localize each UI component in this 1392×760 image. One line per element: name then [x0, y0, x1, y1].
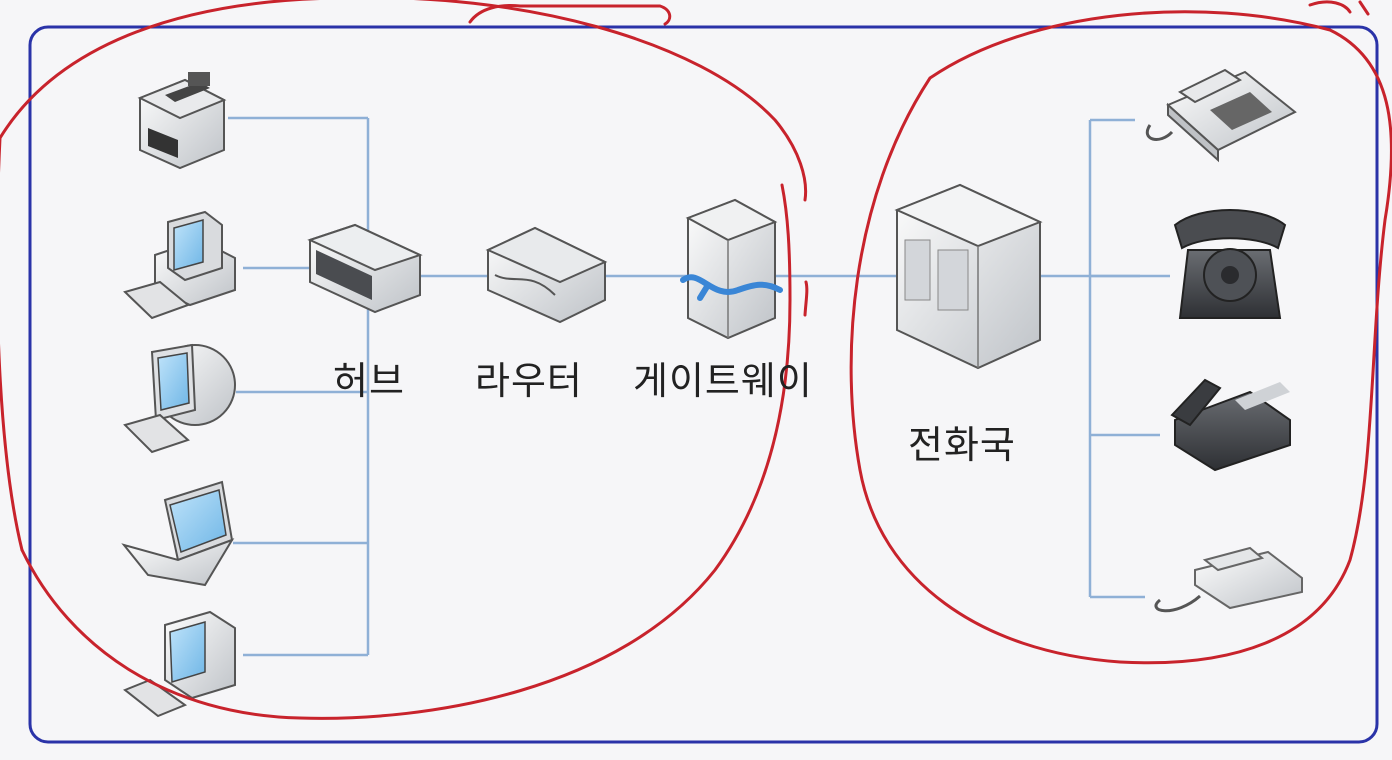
- terminal-icon: [123, 610, 236, 718]
- diagram-frame: [28, 25, 1379, 744]
- annotation-marks: [0, 0, 1392, 720]
- gateway-mark-icon: [680, 274, 783, 301]
- gateway-server-icon: [685, 198, 778, 340]
- printer-icon: [137, 72, 227, 170]
- crt-monitor-icon: [123, 343, 236, 454]
- cordless-phone-icon: [1154, 546, 1303, 613]
- gateway-label: 게이트웨이: [633, 359, 813, 403]
- desktop-pc-icon: [123, 210, 236, 320]
- connection-lines: [228, 116, 1170, 657]
- exchange-server-icon: [894, 183, 1043, 370]
- router-icon: [485, 226, 608, 324]
- laptop-icon: [121, 480, 235, 587]
- router-label: 라우터: [475, 359, 583, 403]
- hub-icon: [307, 223, 423, 314]
- exchange-label: 전화국: [908, 423, 1016, 467]
- rotary-phone-icon: [1173, 209, 1287, 319]
- hub-label: 허브: [333, 359, 405, 403]
- desk-phone-icon: [1146, 68, 1297, 163]
- office-phone-icon: [1170, 378, 1291, 472]
